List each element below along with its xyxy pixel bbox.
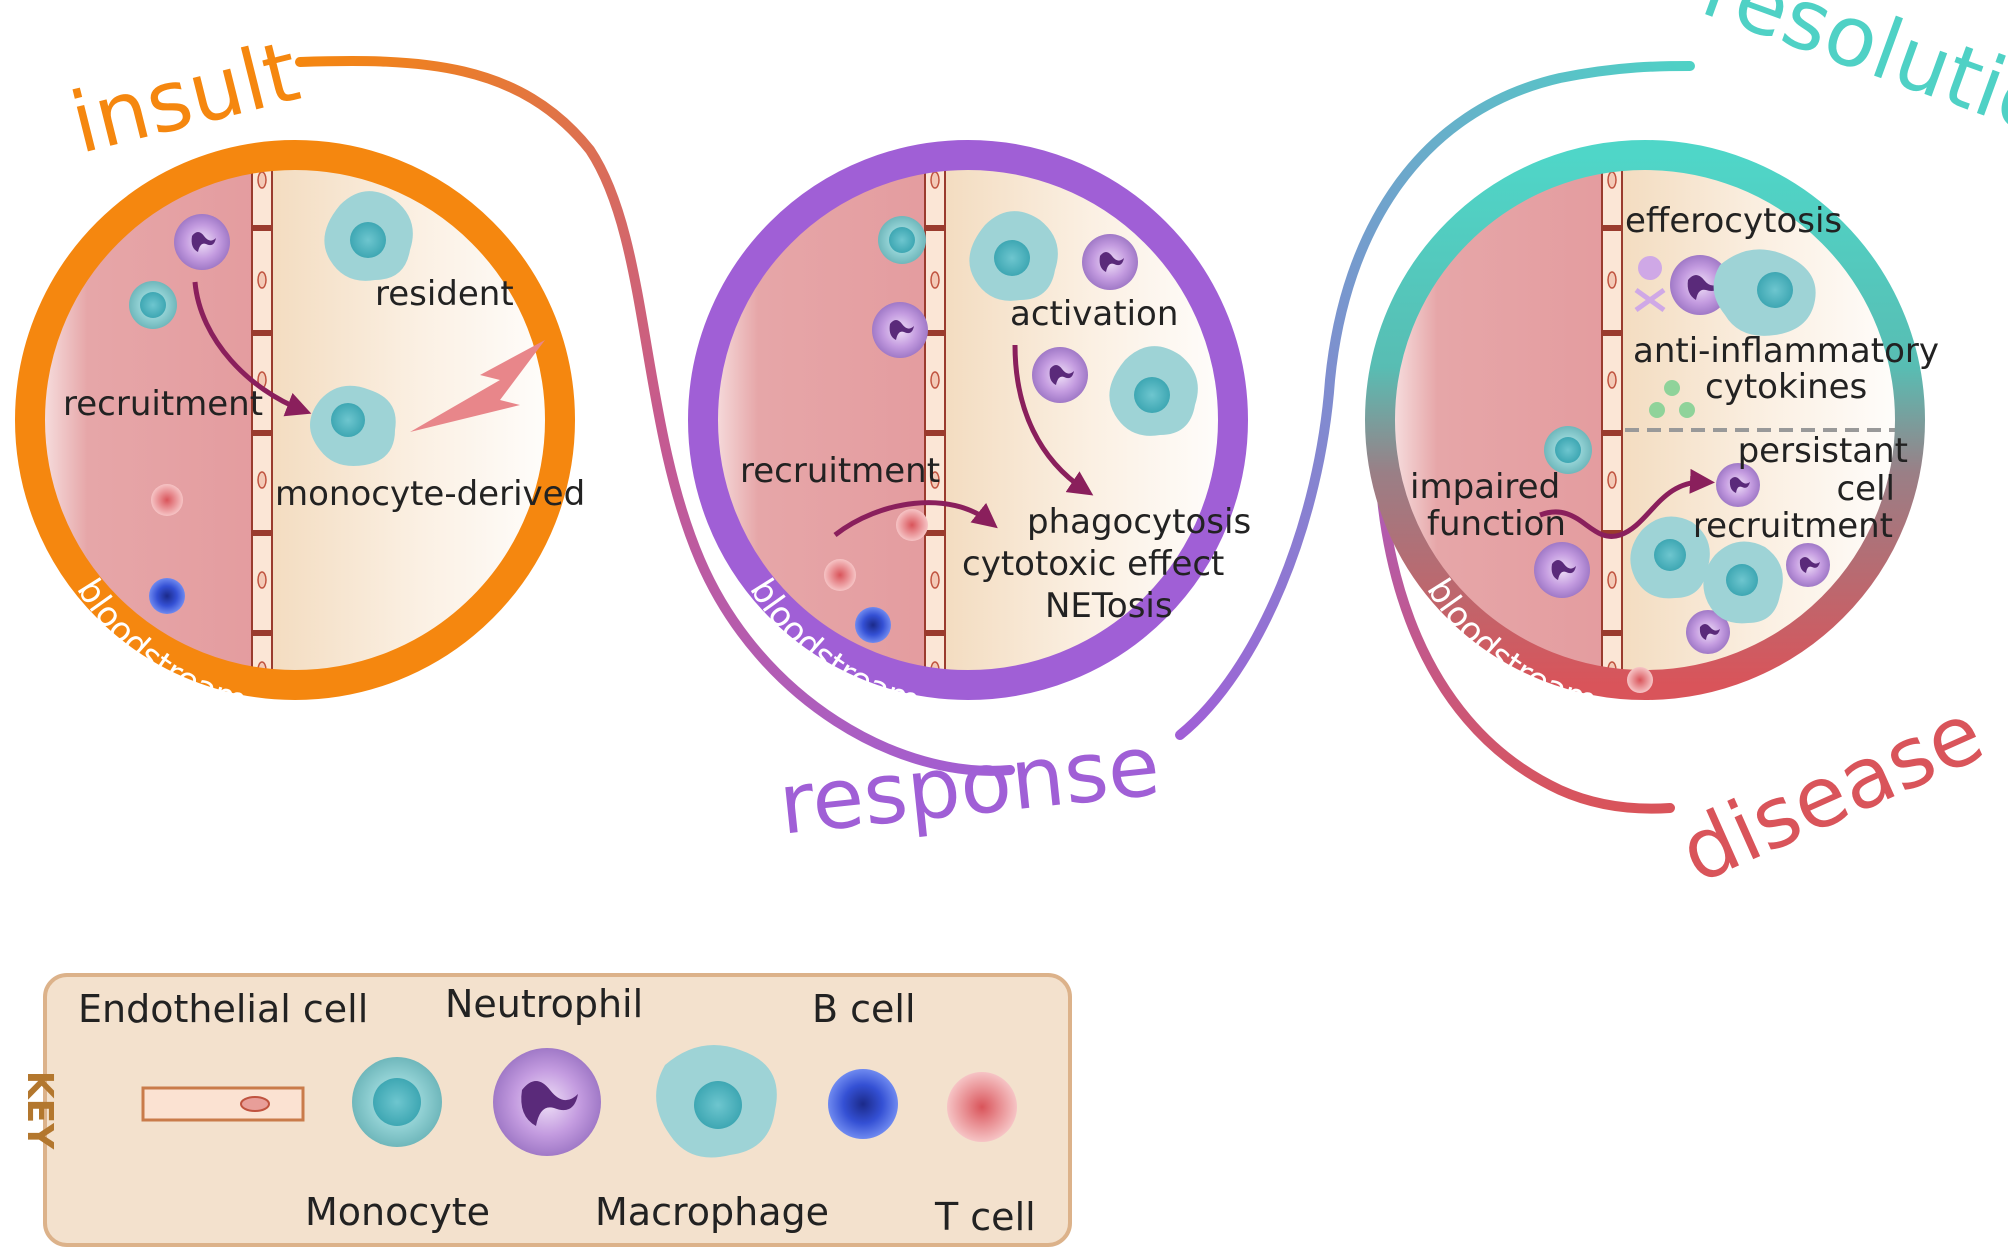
neutrophil-key-icon	[493, 1048, 601, 1156]
t-cell	[1627, 667, 1653, 693]
neutrophil-cell	[1032, 347, 1088, 403]
tissue-ring-label: tissue	[913, 80, 1022, 124]
b-cell-key-label: B cell	[812, 987, 916, 1031]
t-cell	[824, 559, 856, 591]
panel-response: activation recruitment phagocytosis cyto…	[688, 80, 1251, 722]
neutrophil-cell	[872, 302, 928, 358]
lightning-bolt-icon	[410, 340, 545, 432]
b-cell	[855, 607, 891, 643]
activation-arrow	[1012, 344, 1094, 496]
monocyte-cell	[129, 281, 177, 329]
persistant-recruitment-label: recruitment	[1693, 506, 1893, 546]
efferocytosis-label: efferocytosis	[1625, 201, 1842, 241]
efferocytic-macrophage-cell	[1713, 249, 1816, 336]
tissue-ring-label: tissue	[1590, 80, 1699, 124]
t-cell-key-icon	[947, 1072, 1017, 1142]
impaired-function-arrow	[1539, 468, 1715, 539]
disease-stage-label: disease	[1666, 683, 1997, 902]
macrophage-cell	[969, 211, 1058, 301]
cytokine-icon	[1649, 380, 1695, 418]
recruitment-arrow	[192, 281, 312, 417]
activation-label: activation	[1010, 294, 1178, 334]
neutrophil-cell	[1534, 542, 1590, 598]
anti-inflammatory-label: anti-inflammatory	[1633, 331, 1939, 371]
cytokines-label: cytokines	[1705, 367, 1867, 407]
phagocytosis-label: phagocytosis	[1027, 502, 1251, 542]
endothelial-wall	[251, 165, 273, 675]
response-ring	[688, 140, 1248, 700]
recruitment-arrow	[833, 500, 998, 537]
monocyte-derived-macrophage-cell	[310, 385, 396, 466]
recruitment-label: recruitment	[740, 451, 940, 491]
key-legend: KEY Endothelial cell Monocyte Neutrophil…	[19, 973, 1072, 1247]
apoptotic-cell-icon	[1634, 256, 1666, 313]
cytotoxic-effect-label: cytotoxic effect	[962, 544, 1224, 584]
endothelial-wall	[924, 165, 946, 675]
recruitment-label: recruitment	[63, 384, 263, 424]
neutrophil-cell	[1716, 463, 1760, 507]
t-cell-key-label: T cell	[934, 1195, 1036, 1239]
monocyte-derived-label: monocyte-derived	[275, 474, 585, 514]
insult-ring	[15, 140, 575, 700]
monocyte-cell	[1544, 426, 1592, 474]
netosis-label: NETosis	[1045, 586, 1173, 626]
panel-insult: resident recruitment monocyte-derived ti…	[15, 80, 585, 722]
neutrophil-cell	[1786, 543, 1830, 587]
t-cell	[896, 509, 928, 541]
macrophage-cell	[1109, 346, 1198, 436]
monocyte-key-icon	[352, 1057, 442, 1147]
monocyte-key-label: Monocyte	[305, 1190, 490, 1234]
endothelial-key-icon	[141, 1086, 305, 1122]
panel-resolution-disease: efferocytosis anti-inflammatory cytokine…	[1365, 80, 1939, 722]
macrophage-key-label: Macrophage	[595, 1190, 829, 1234]
key-title: KEY	[19, 1071, 60, 1150]
monocyte-cell	[878, 216, 926, 264]
macrophage-key-icon	[656, 1045, 777, 1158]
response-stage-label: response	[774, 716, 1164, 853]
neutrophil-key-label: Neutrophil	[445, 982, 643, 1026]
insult-to-response-arc	[295, 56, 1015, 776]
persistant-label: persistant	[1738, 431, 1908, 471]
b-cell-key-icon	[828, 1069, 898, 1139]
response-to-resolution-arc	[1175, 61, 1695, 740]
neutrophil-cell	[1686, 610, 1730, 654]
endothelial-key-label: Endothelial cell	[78, 987, 368, 1031]
resident-label: resident	[375, 274, 514, 314]
neutrophil-cell	[1082, 234, 1138, 290]
macrophage-cell	[1630, 516, 1710, 599]
function-label: function	[1427, 504, 1566, 544]
tissue-ring-label: tissue	[240, 80, 349, 124]
endothelial-wall	[1601, 165, 1623, 675]
engulfed-neutrophil-cell	[1670, 255, 1730, 315]
cell-label: cell	[1836, 469, 1895, 509]
neutrophil-cell	[174, 214, 230, 270]
resident-macrophage-cell	[324, 191, 413, 281]
resolution-stage-label: resolution	[1691, 0, 2008, 173]
macrophage-cell	[1703, 541, 1783, 624]
t-cell	[151, 484, 183, 516]
b-cell	[149, 578, 185, 614]
impaired-label: impaired	[1410, 467, 1560, 507]
